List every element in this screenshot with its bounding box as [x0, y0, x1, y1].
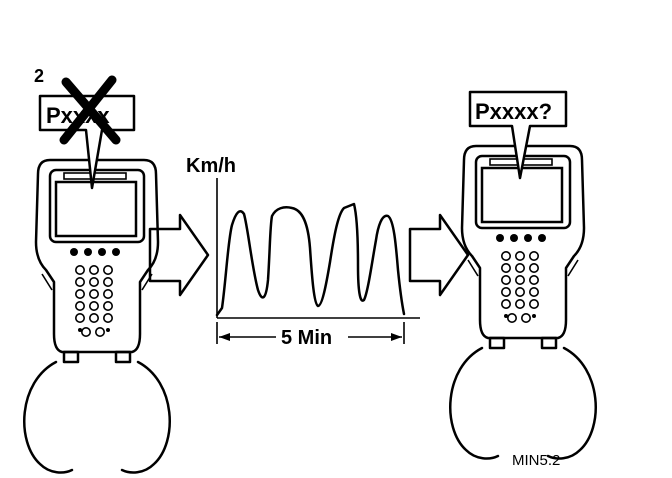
- left-scan-tool: [23, 158, 171, 474]
- speed-profile-line: [215, 202, 406, 317]
- graph-y-axis-label: Km/h: [186, 155, 236, 177]
- cross-out-mark: [59, 75, 121, 145]
- right-scan-tool: [449, 144, 597, 460]
- right-callout-bubble: Pxxxx?: [468, 90, 568, 180]
- flow-arrow-right: [408, 213, 470, 297]
- speed-graph: Km/h 5 Min: [186, 155, 420, 349]
- graph-duration-label: 5 Min: [281, 327, 332, 349]
- step-number: 2: [34, 66, 44, 86]
- right-code-label: Pxxxx?: [475, 99, 552, 124]
- figure-reference: MIN5.2: [512, 452, 560, 469]
